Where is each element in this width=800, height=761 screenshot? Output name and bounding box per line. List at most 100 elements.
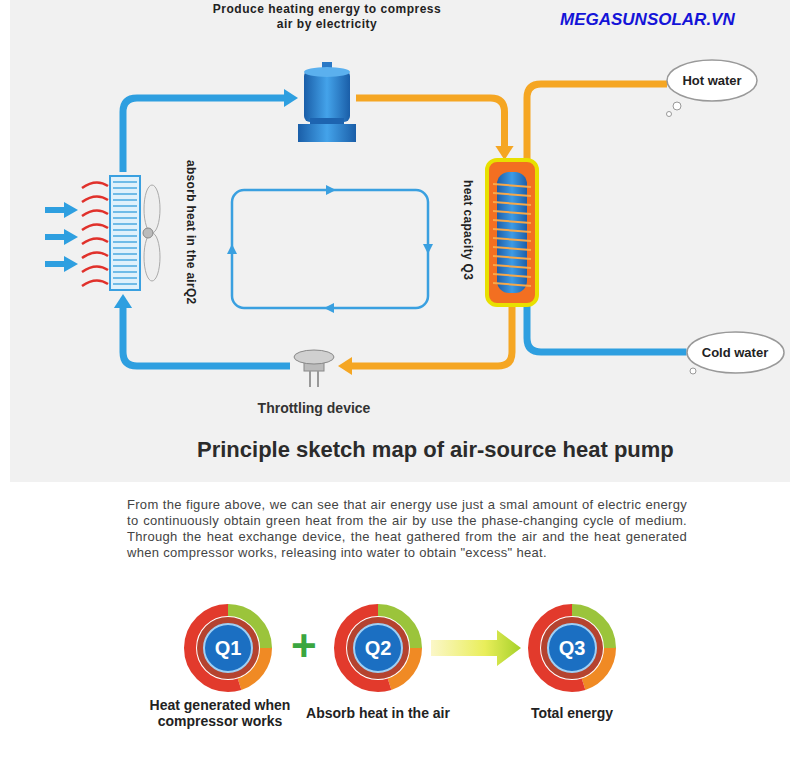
core-circle <box>548 624 596 672</box>
bubble-tail <box>673 102 681 110</box>
pipe <box>527 84 667 160</box>
compressor-label: Produce heating energy to compress air b… <box>207 2 447 32</box>
bubble-text: Hot water <box>682 73 741 88</box>
valve-shape <box>290 345 338 387</box>
circle-caption: Total energy <box>492 705 652 721</box>
heating-coil <box>493 283 531 286</box>
ring-segment <box>190 610 266 686</box>
heating-coil <box>493 247 531 250</box>
ring-segment <box>534 610 610 686</box>
circle-caption: Heat generated when compressor works <box>125 697 315 729</box>
coil-fin <box>113 187 137 189</box>
circle-caption: Absorb heat in the air <box>278 705 478 721</box>
pipe-line <box>527 305 687 352</box>
coil-fin <box>113 283 137 285</box>
coil-fin <box>113 253 137 255</box>
ring-segment <box>190 610 266 686</box>
coil-fin <box>113 229 137 231</box>
sum-arrow <box>431 630 521 666</box>
compressor-shape <box>298 62 356 142</box>
coil-fin <box>113 205 137 207</box>
energy-circle: Q1Heat generated when compressor works <box>183 603 273 693</box>
heating-coil <box>493 220 531 223</box>
coil-fin <box>113 235 137 237</box>
throttling-device: Throttling device <box>290 345 338 387</box>
vertical-label: heat capacity Q3 <box>461 180 475 280</box>
heating-coil <box>493 202 531 205</box>
valve-stem <box>317 371 319 387</box>
ring-inner <box>197 617 259 679</box>
coil-fin <box>113 271 137 273</box>
bubble-text: Cold water <box>702 345 768 360</box>
circle-symbol: Q3 <box>559 637 586 660</box>
arrowhead <box>338 357 352 375</box>
cold-water-bubble: Cold water <box>687 332 784 373</box>
circle-symbol: Q2 <box>365 637 392 660</box>
valve-disc <box>294 350 334 364</box>
ring-segment <box>534 610 610 686</box>
coil-frame <box>110 176 140 290</box>
bubble-tail <box>690 368 696 374</box>
vertical-label: absorb heat in the airQ2 <box>184 160 198 305</box>
energy-circle: Q2Absorb heat in the air <box>333 603 423 693</box>
coil-fin <box>113 247 137 249</box>
fan-blade <box>144 233 160 281</box>
ring-segment <box>340 610 416 686</box>
ring-segment <box>534 610 610 686</box>
coil-fin <box>113 259 137 261</box>
arrowhead <box>284 89 298 107</box>
arrowhead <box>114 294 132 308</box>
tank-casing <box>487 160 537 305</box>
energy-circle: Q3Total energy <box>527 603 617 693</box>
pipe <box>356 98 514 160</box>
caption-text: From the figure above, we can see that a… <box>127 497 687 561</box>
evaporator-shape <box>108 172 168 294</box>
coil-fin <box>113 241 137 243</box>
tank-shape <box>487 160 537 305</box>
fan-hub <box>143 228 153 238</box>
watermark: MEGASUNSOLAR.VN <box>560 10 735 30</box>
air-flow-arrows <box>45 202 78 272</box>
pipe <box>123 89 298 172</box>
arrowhead <box>495 146 513 160</box>
coil-fin <box>113 217 137 219</box>
ring-inner <box>541 617 603 679</box>
coil-fin <box>113 211 137 213</box>
bubble-outline <box>687 332 784 373</box>
heat-waves <box>82 182 108 286</box>
compressor-top <box>304 67 350 77</box>
coil-fin <box>113 223 137 225</box>
heating-coil <box>493 265 531 268</box>
refrigerant-loop <box>227 185 433 313</box>
ring-inner <box>347 617 409 679</box>
core-circle <box>354 624 402 672</box>
ring-segment <box>340 610 416 686</box>
heating-coil <box>493 229 531 232</box>
pipe-line <box>123 302 290 366</box>
coil-fin <box>113 199 137 201</box>
coil-fin <box>113 265 137 267</box>
plus-sign: + <box>291 622 317 670</box>
compressor-body <box>304 70 350 122</box>
coil-fin <box>113 193 137 195</box>
heating-coil <box>493 274 531 277</box>
pipe <box>338 305 512 375</box>
heating-coil <box>493 193 531 196</box>
bubble-outline <box>667 60 757 101</box>
pipe-line <box>356 98 505 152</box>
compressor-base <box>298 124 356 142</box>
core-circle <box>204 624 252 672</box>
bubble-tail <box>667 111 672 116</box>
circle-symbol: Q1 <box>215 637 242 660</box>
ring-segment <box>190 610 266 686</box>
arrow-body <box>431 630 521 666</box>
pipe-line <box>123 98 290 172</box>
pipe-line <box>527 84 667 160</box>
evaporator: absorb heat in the airQ2 <box>108 172 168 294</box>
compressor: Produce heating energy to compress air b… <box>298 62 356 142</box>
hot-water-bubble: Hot water <box>667 60 757 101</box>
pipe <box>527 305 687 352</box>
fan-blade <box>144 185 160 233</box>
